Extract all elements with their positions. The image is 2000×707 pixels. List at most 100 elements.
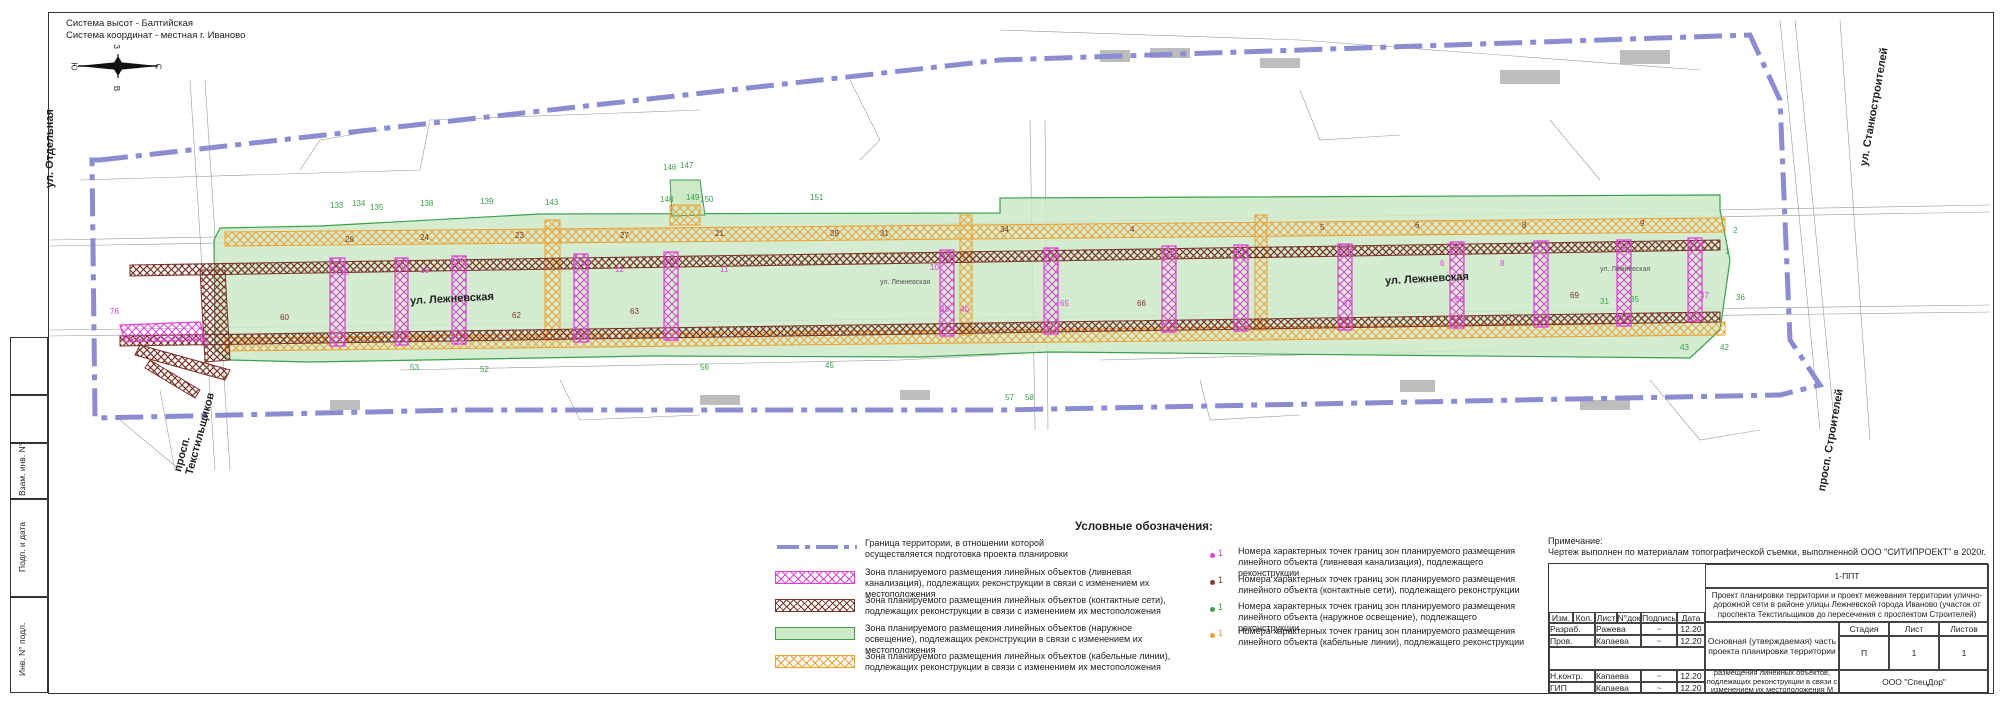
legend-point-lighting-text: Номера характерных точек границ зон план… bbox=[1238, 601, 1516, 633]
legend-point-cables-dot bbox=[1210, 633, 1215, 638]
svg-text:138: 138 bbox=[420, 199, 434, 208]
stamp-stage-header: Стадия bbox=[1839, 622, 1889, 636]
svg-text:45: 45 bbox=[825, 361, 834, 370]
legend-boundary-text: Граница территории, в отношении которой … bbox=[865, 538, 1068, 559]
coordinate-system-text: Система координат - местная г. Иваново bbox=[66, 30, 246, 41]
legend-point-cables-num: 1 bbox=[1218, 628, 1224, 638]
stamp-col-ndok: N°док bbox=[1617, 612, 1641, 623]
title-block: 1-ППТ Проект планировки территории и про… bbox=[1548, 563, 1989, 694]
svg-text:52: 52 bbox=[480, 365, 489, 374]
svg-text:31: 31 bbox=[1600, 297, 1609, 306]
legend-point-contact-network-dot bbox=[1210, 580, 1215, 585]
svg-text:16: 16 bbox=[420, 266, 429, 275]
street-lezhnevskaya-small-1: ул. Лежневская bbox=[880, 279, 931, 286]
svg-text:15: 15 bbox=[340, 268, 349, 277]
stamp-col-podpis: Подпись bbox=[1641, 612, 1677, 623]
legend-point-storm-sewer-dot bbox=[1210, 553, 1215, 558]
legend-point-lighting-num: 1 bbox=[1218, 602, 1224, 612]
svg-text:6: 6 bbox=[1440, 259, 1445, 268]
svg-text:57: 57 bbox=[1005, 393, 1014, 402]
svg-text:150: 150 bbox=[700, 195, 714, 204]
legend-point-storm-sewer-text: Номера характерных точек границ зон план… bbox=[1238, 546, 1516, 578]
svg-text:31: 31 bbox=[880, 229, 889, 238]
svg-text:12: 12 bbox=[615, 265, 624, 274]
territory-boundary bbox=[89, 32, 1825, 421]
svg-text:6: 6 bbox=[1415, 221, 1420, 230]
note-text: Чертеж выполнен по материалам топографич… bbox=[1548, 547, 1986, 557]
svg-text:143: 143 bbox=[545, 198, 559, 207]
compass-west: З bbox=[111, 44, 121, 49]
stamp-col-list: Лист bbox=[1595, 612, 1617, 623]
legend-point-storm-sewer-num: 1 bbox=[1218, 548, 1224, 558]
svg-text:60: 60 bbox=[280, 313, 289, 322]
signature-icon: ~ bbox=[1641, 635, 1677, 647]
binding-cell-4: Подп. и дата bbox=[10, 499, 48, 597]
stamp-name-gip: Капаева bbox=[1595, 682, 1641, 694]
svg-text:56: 56 bbox=[700, 363, 709, 372]
legend-swatch-cables bbox=[775, 655, 855, 668]
compass-north: С bbox=[153, 63, 163, 70]
svg-text:35: 35 bbox=[1630, 295, 1639, 304]
svg-text:151: 151 bbox=[810, 193, 824, 202]
binding-inv-podl: Инв. N° подл. bbox=[17, 622, 27, 676]
svg-text:8: 8 bbox=[1522, 221, 1527, 230]
legend-title: Условные обозначения: bbox=[1075, 521, 1213, 533]
svg-text:34: 34 bbox=[1000, 225, 1009, 234]
svg-text:8: 8 bbox=[1500, 259, 1505, 268]
svg-text:65: 65 bbox=[1060, 299, 1069, 308]
svg-text:29: 29 bbox=[830, 229, 839, 238]
svg-text:10: 10 bbox=[930, 263, 939, 272]
svg-text:133: 133 bbox=[330, 201, 344, 210]
svg-text:134: 134 bbox=[352, 199, 366, 208]
stamp-project-title: Проект планировки территории и проект ме… bbox=[1705, 588, 1989, 622]
stamp-date-razrab: 12.20 bbox=[1677, 623, 1705, 635]
stamp-organization: ООО "СпецДор" bbox=[1839, 670, 1989, 694]
stamp-role-prov: Пров. bbox=[1549, 635, 1595, 647]
svg-text:147: 147 bbox=[680, 161, 694, 170]
svg-text:67: 67 bbox=[1343, 299, 1352, 308]
stamp-date-nkontr: 12.20 bbox=[1677, 670, 1705, 682]
stamp-part: Основная (утверждаемая) часть проекта пл… bbox=[1705, 622, 1839, 670]
svg-text:26: 26 bbox=[345, 235, 354, 244]
svg-text:139: 139 bbox=[480, 197, 494, 206]
legend-boundary-swatch bbox=[777, 545, 857, 549]
stamp-code: 1-ППТ bbox=[1705, 564, 1989, 588]
stamp-sheets-value: 1 bbox=[1939, 636, 1989, 670]
svg-text:69: 69 bbox=[1570, 291, 1579, 300]
svg-text:7: 7 bbox=[1055, 263, 1060, 272]
zone-storm-sewer bbox=[119, 237, 1703, 347]
svg-text:21: 21 bbox=[715, 229, 724, 238]
legend-text-storm-sewer: Зона планируемого размещения линейных об… bbox=[865, 567, 1150, 599]
svg-text:24: 24 bbox=[420, 233, 429, 242]
svg-text:74: 74 bbox=[200, 339, 209, 348]
stamp-role-razrab: Разраб. bbox=[1549, 623, 1595, 635]
legend-swatch-lighting bbox=[775, 627, 855, 640]
stamp-role-gip: ГИП bbox=[1549, 682, 1595, 694]
binding-podp-data: Подп. и дата bbox=[17, 521, 27, 572]
svg-text:23: 23 bbox=[515, 231, 524, 240]
svg-text:63: 63 bbox=[630, 307, 639, 316]
binding-inv-vzam: Взам. инв. N° bbox=[17, 442, 27, 496]
stamp-date-gip: 12.20 bbox=[1677, 682, 1705, 694]
stamp-drawing-title: Чертеж границ зон планируемого размещени… bbox=[1705, 670, 1839, 694]
svg-text:43: 43 bbox=[1680, 343, 1689, 352]
svg-text:2: 2 bbox=[1733, 226, 1738, 235]
legend-point-contact-network-num: 1 bbox=[1218, 575, 1224, 585]
compass-south: Ю bbox=[69, 62, 79, 71]
stamp-date-prov: 12.20 bbox=[1677, 635, 1705, 647]
stamp-col-kol: Кол. bbox=[1573, 612, 1595, 623]
drawing-sheet-frame bbox=[48, 12, 1994, 694]
compass-east: В bbox=[112, 85, 122, 92]
binding-cell-5: Инв. N° подл. bbox=[10, 597, 48, 693]
svg-text:36: 36 bbox=[1736, 293, 1745, 302]
svg-text:5: 5 bbox=[1320, 223, 1325, 232]
stamp-stage-value: П bbox=[1839, 636, 1889, 670]
svg-text:4: 4 bbox=[1130, 225, 1135, 234]
signature-icon: ~ bbox=[1641, 682, 1677, 694]
zone-contact-network bbox=[119, 239, 1721, 399]
stamp-sheets-header: Листов bbox=[1939, 622, 1989, 636]
stamp-sheet-value: 1 bbox=[1889, 636, 1939, 670]
legend-text-lighting: Зона планируемого размещения линейных об… bbox=[865, 623, 1143, 655]
